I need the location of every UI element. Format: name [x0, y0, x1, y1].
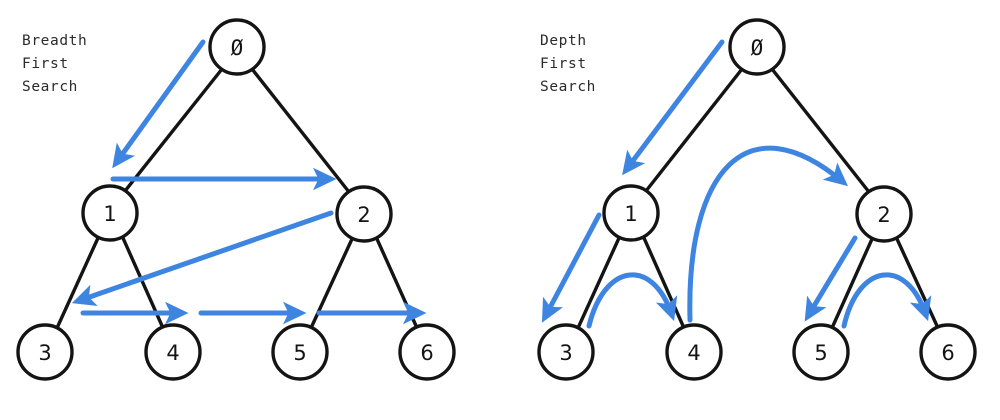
- node-label: 3: [559, 341, 572, 365]
- arrow-5-to-6: [841, 272, 932, 329]
- dfs-node-1[interactable]: 1: [602, 184, 660, 242]
- edge-0-1: [644, 67, 744, 193]
- bfs-node-3[interactable]: 3: [16, 323, 74, 381]
- node-label: 5: [293, 341, 306, 365]
- node-label: Ø: [231, 36, 244, 60]
- arrow-2-to-5: [804, 235, 858, 322]
- edge-1-3: [576, 236, 621, 330]
- node-label: Ø: [751, 36, 764, 60]
- bfs-node-2[interactable]: 2: [335, 185, 393, 243]
- node-label: 3: [38, 341, 51, 365]
- arrow-2-to-3: [71, 210, 334, 307]
- bfs-node-1[interactable]: 1: [81, 184, 139, 242]
- node-circle[interactable]: [665, 323, 723, 381]
- dfs-node-2[interactable]: 2: [855, 185, 913, 243]
- node-label: 6: [941, 341, 954, 365]
- node-label: 4: [687, 341, 700, 365]
- arrow-4-to-2: [687, 145, 848, 323]
- node-label: 2: [877, 203, 890, 227]
- node-label: 1: [103, 202, 116, 226]
- node-circle[interactable]: [16, 323, 74, 381]
- arrow-3-to-4: [586, 272, 678, 329]
- edge-0-2: [770, 67, 871, 194]
- dfs-caption-line-1: Depth: [540, 33, 587, 49]
- node-circle[interactable]: [398, 323, 456, 381]
- dfs-node-5[interactable]: 5: [792, 323, 850, 381]
- node-circle[interactable]: [335, 185, 393, 243]
- bfs-edges: [55, 67, 419, 330]
- dfs-caption-line-2: First: [540, 56, 587, 72]
- node-circle[interactable]: [919, 323, 977, 381]
- edge-1-4: [642, 236, 686, 330]
- bfs-node-0[interactable]: Ø: [208, 18, 266, 76]
- edge-2-5: [830, 237, 874, 330]
- dfs-caption: Depth First Search: [540, 33, 596, 95]
- bfs-caption-line-3: Search: [22, 79, 78, 95]
- node-label: 2: [357, 203, 370, 227]
- edge-0-1: [123, 67, 224, 193]
- node-circle[interactable]: [728, 18, 786, 76]
- dfs-node-6[interactable]: 6: [919, 323, 977, 381]
- node-circle[interactable]: [537, 323, 595, 381]
- arrow-0-to-1: [622, 39, 725, 176]
- arrow-1-to-3: [541, 212, 602, 323]
- bfs-caption: Breadth First Search: [22, 33, 87, 95]
- node-label: 1: [624, 202, 637, 226]
- bfs-panel: Breadth First Search Ø: [16, 18, 456, 381]
- bfs-caption-line-1: Breadth: [22, 33, 87, 49]
- dfs-caption-line-3: Search: [540, 79, 596, 95]
- node-circle[interactable]: [792, 323, 850, 381]
- dfs-traversal-arrows: [541, 39, 932, 329]
- bfs-caption-line-2: First: [22, 56, 69, 72]
- node-circle[interactable]: [81, 184, 139, 242]
- bfs-traversal-arrows: [71, 39, 427, 325]
- bfs-node-6[interactable]: 6: [398, 323, 456, 381]
- dfs-node-3[interactable]: 3: [537, 323, 595, 381]
- node-circle[interactable]: [271, 323, 329, 381]
- bfs-node-4[interactable]: 4: [144, 323, 202, 381]
- arrow-0-to-1: [112, 39, 206, 169]
- node-circle[interactable]: [208, 18, 266, 76]
- edge-0-2: [250, 67, 351, 194]
- edge-2-6: [895, 237, 940, 330]
- edge-1-3: [55, 236, 100, 330]
- dfs-node-0[interactable]: Ø: [728, 18, 786, 76]
- node-circle[interactable]: [855, 185, 913, 243]
- dfs-panel: Depth First Search Ø: [537, 18, 977, 381]
- dfs-node-4[interactable]: 4: [665, 323, 723, 381]
- node-circle[interactable]: [602, 184, 660, 242]
- node-label: 6: [420, 341, 433, 365]
- dfs-nodes: Ø 1 2 3 4 5 6: [537, 18, 977, 381]
- node-label: 4: [166, 341, 179, 365]
- node-circle[interactable]: [144, 323, 202, 381]
- bfs-nodes: Ø 1 2 3 4 5 6: [16, 18, 456, 381]
- node-label: 5: [814, 341, 827, 365]
- bfs-node-5[interactable]: 5: [271, 323, 329, 381]
